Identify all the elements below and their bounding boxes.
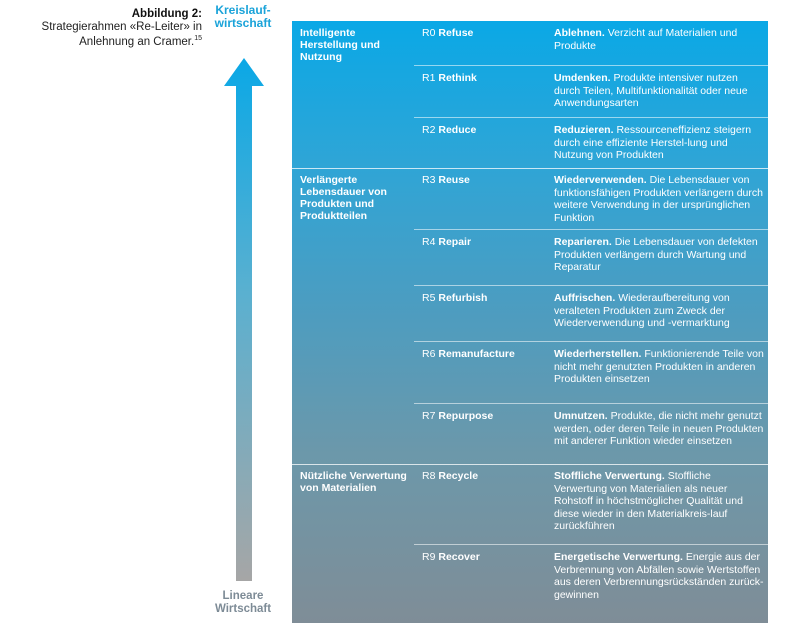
row-description: Reparieren. Die Lebensdauer von defekten… bbox=[554, 236, 758, 273]
arrow-bottom-label: Lineare Wirtschaft bbox=[214, 590, 272, 615]
row-code: R6 Remanufacture bbox=[422, 348, 515, 360]
row-r5: R5 Refurbish Auffrischen. Wiederaufberei… bbox=[414, 285, 768, 342]
caption-label: Abbildung 2: bbox=[131, 8, 202, 20]
group-divider bbox=[292, 464, 768, 465]
row-description: Energetische Verwertung. Energie aus der… bbox=[554, 551, 764, 601]
row-r2: R2 Reduce Reduzieren. Ressourceneffizien… bbox=[414, 117, 768, 169]
row-code: R5 Refurbish bbox=[422, 292, 488, 304]
row-description: Ablehnen. Verzicht auf Materialien und P… bbox=[554, 27, 738, 52]
group-name: Intelligente Herstellung und Nutzung bbox=[300, 27, 380, 63]
group-extended-lifetime: Verlängerte Lebensdauer von Produkten un… bbox=[292, 168, 768, 464]
row-description: Auffrischen. Wiederaufbereitung von vera… bbox=[554, 292, 730, 329]
row-code: R0 Refuse bbox=[422, 27, 474, 39]
row-description: Umdenken. Produkte intensiver nutzen dur… bbox=[554, 72, 748, 109]
row-code: R8 Recycle bbox=[422, 470, 479, 482]
row-description: Reduzieren. Ressourceneffizienz steigern… bbox=[554, 124, 752, 161]
row-description: Umnutzen. Produkte, die nicht mehr genut… bbox=[554, 410, 764, 447]
row-description: Wiederverwenden. Die Lebensdauer von fun… bbox=[554, 174, 763, 224]
row-r8: R8 Recycle Stoffliche Verwertung. Stoffl… bbox=[414, 464, 768, 544]
group-name: Verlängerte Lebensdauer von Produkten un… bbox=[300, 174, 387, 222]
row-r6: R6 Remanufacture Wiederherstellen. Funkt… bbox=[414, 341, 768, 404]
group-name: Nützliche Verwertung von Materialien bbox=[300, 470, 407, 494]
row-r9: R9 Recover Energetische Verwertung. Ener… bbox=[414, 544, 768, 624]
group-material-recovery: Nützliche Verwertung von Materialien R8 … bbox=[292, 464, 768, 623]
row-r7: R7 Repurpose Umnutzen. Produkte, die nic… bbox=[414, 403, 768, 465]
row-r1: R1 Rethink Umdenken. Produkte intensiver… bbox=[414, 65, 768, 118]
row-code: R1 Rethink bbox=[422, 72, 477, 84]
figure-caption: Abbildung 2: Strategierahmen «Re-Leiter»… bbox=[0, 8, 202, 48]
row-r0: R0 Refuse Ablehnen. Verzicht auf Materia… bbox=[414, 21, 768, 65]
caption-footnote: 15 bbox=[194, 35, 202, 42]
row-code: R3 Reuse bbox=[422, 174, 470, 186]
row-description: Stoffliche Verwertung. Stoffliche Verwer… bbox=[554, 470, 743, 532]
arrow-top-label: Kreislauf-wirtschaft bbox=[214, 3, 272, 30]
group-divider bbox=[292, 168, 768, 169]
group-smart-production: Intelligente Herstellung und Nutzung R0 … bbox=[292, 21, 768, 168]
row-description: Wiederherstellen. Funktionierende Teile … bbox=[554, 348, 764, 385]
row-code: R4 Repair bbox=[422, 236, 472, 248]
row-code: R9 Recover bbox=[422, 551, 480, 563]
re-ladder-table: Intelligente Herstellung und Nutzung R0 … bbox=[292, 21, 768, 623]
arrow-up-icon bbox=[224, 58, 264, 581]
row-code: R2 Reduce bbox=[422, 124, 477, 136]
caption-text: Strategierahmen «Re-Leiter» in Anlehnung… bbox=[41, 20, 202, 48]
row-r3: R3 Reuse Wiederverwenden. Die Lebensdaue… bbox=[414, 168, 768, 229]
row-r4: R4 Repair Reparieren. Die Lebensdauer vo… bbox=[414, 229, 768, 286]
row-code: R7 Repurpose bbox=[422, 410, 494, 422]
